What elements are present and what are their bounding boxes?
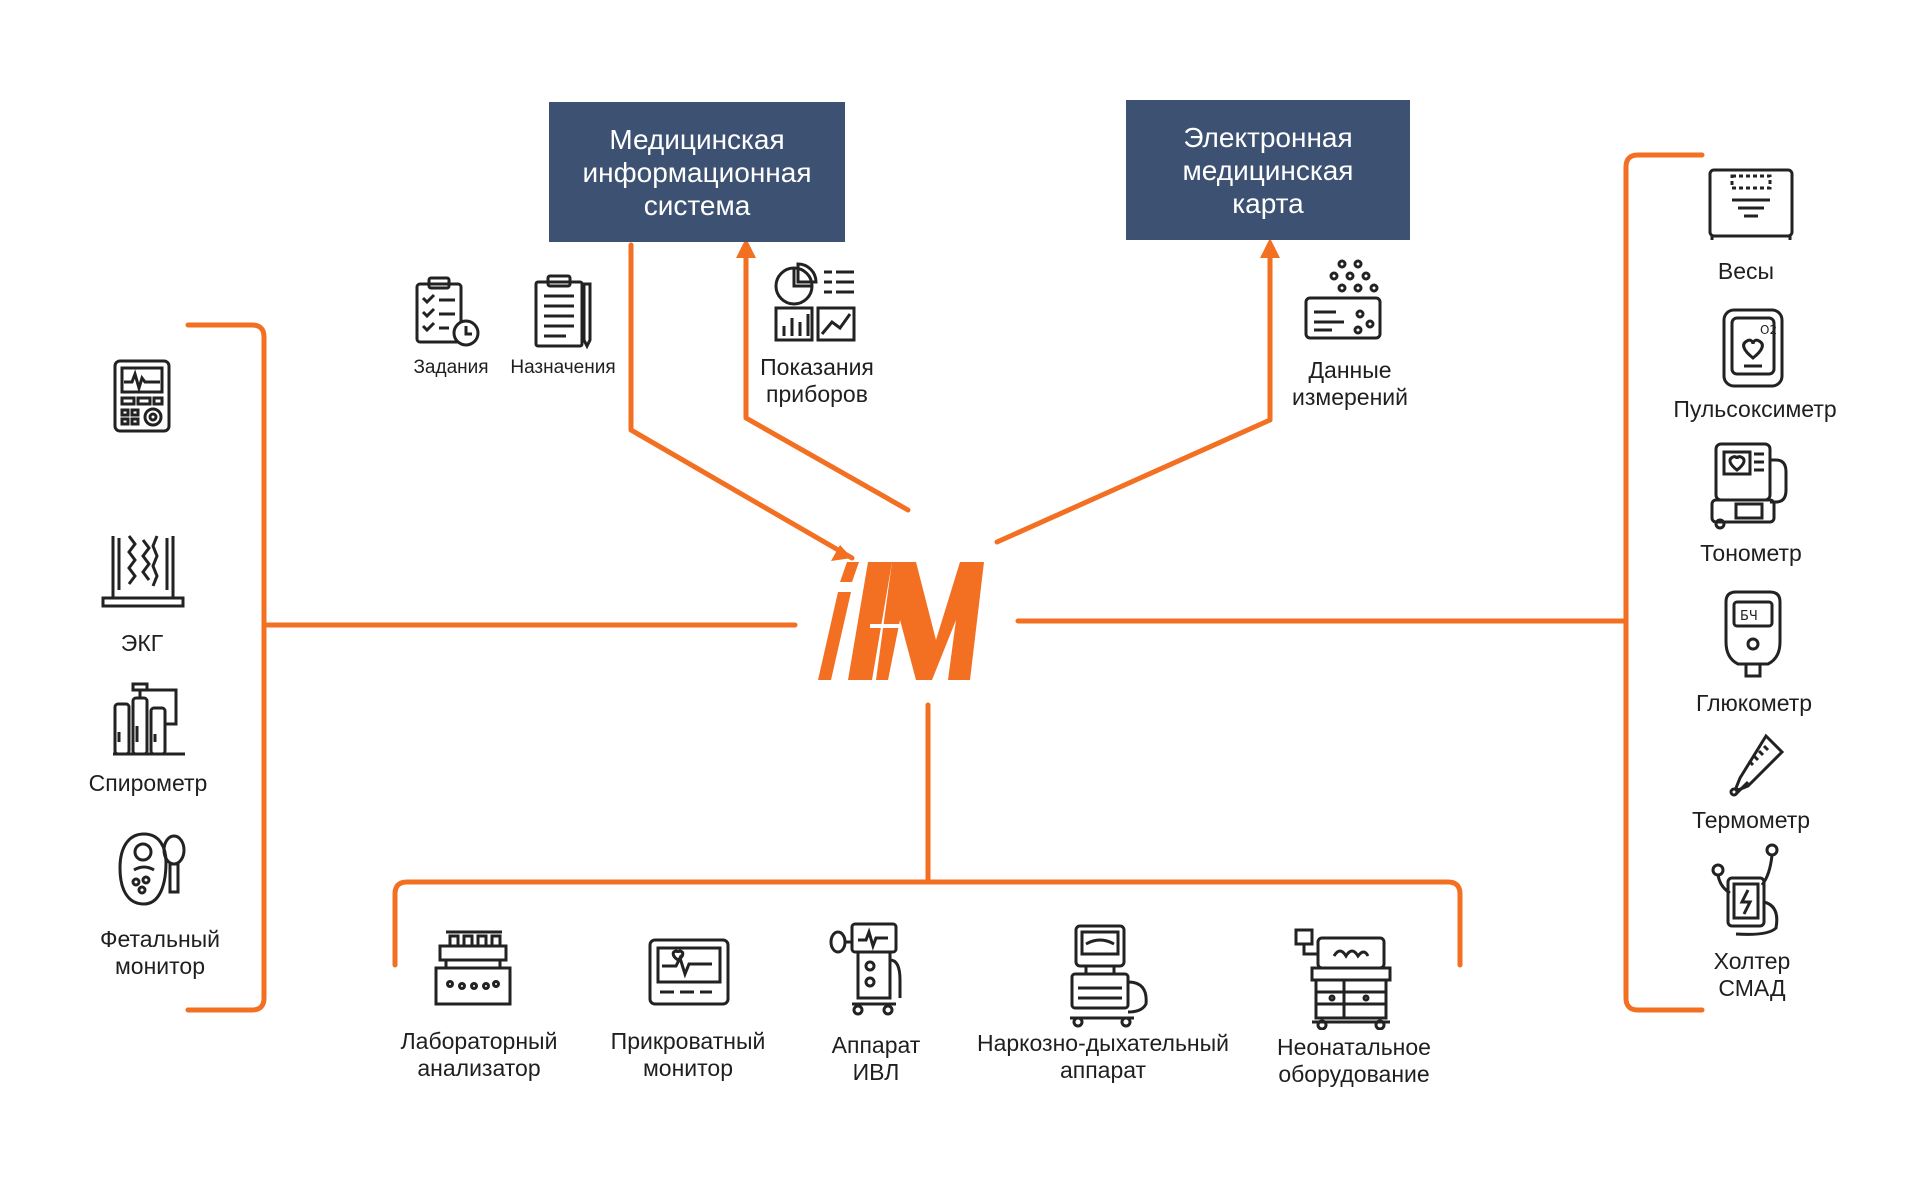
- tonometer-label: Тонометр: [1700, 540, 1802, 566]
- holter-icon: [1708, 842, 1788, 938]
- orders-clipboard-icon: [532, 274, 598, 350]
- fetal-monitor-icon: [112, 830, 192, 908]
- pulse-oximeter-glyph: O2: [1760, 323, 1777, 337]
- fetal-monitor-label: Фетальный монитор: [99, 926, 221, 979]
- hub-to-emr-line: [994, 242, 1273, 545]
- measurements-data-icon: [1302, 258, 1384, 344]
- glucometer-icon: БЧ: [1720, 588, 1786, 680]
- readings-chart-icon: [772, 262, 858, 344]
- thermometer-icon: [1722, 732, 1788, 798]
- arrow-head-emr: [1260, 238, 1280, 258]
- anesthesia-machine-icon: [1066, 922, 1156, 1028]
- ecg-label: ЭКГ: [120, 630, 164, 656]
- ventilator-icon: [826, 920, 906, 1016]
- neonatal-equipment-icon: [1292, 926, 1394, 1030]
- tonometer-icon: [1706, 440, 1796, 530]
- glucometer-glyph: БЧ: [1740, 609, 1758, 624]
- arrow-head-mis: [736, 238, 756, 258]
- hub-to-mis-line: [743, 242, 911, 513]
- neonatal-equipment-label: Неонатальное оборудование: [1277, 1034, 1431, 1087]
- pulse-oximeter-label: Пульсоксиметр: [1673, 396, 1837, 422]
- hub-logo: [810, 560, 1010, 685]
- tasks-clipboard-icon: [413, 276, 483, 348]
- scales-label: Весы: [1717, 258, 1775, 284]
- right-bracket: [1623, 152, 1705, 1013]
- emr-box: Электронная медицинская карта: [1126, 100, 1410, 240]
- scales-icon: [1706, 166, 1796, 242]
- ecg-laptop-icon: [99, 530, 187, 614]
- holter-label: Холтер СМАД: [1713, 948, 1791, 1001]
- mis-box: Медицинская информационная система: [549, 102, 845, 242]
- left-bracket: [185, 322, 267, 1013]
- anesthesia-machine-label: Наркозно-дыхательный аппарат: [976, 1030, 1230, 1083]
- pulse-oximeter-icon: O2: [1720, 306, 1786, 390]
- thermometer-label: Термометр: [1691, 807, 1811, 833]
- ventilator-label: Аппарат ИВЛ: [831, 1032, 921, 1085]
- spirometer-icon: [109, 682, 189, 758]
- bottom-bracket: [392, 879, 1463, 968]
- device-readings-label: Показания приборов: [760, 354, 874, 407]
- lab-analyzer-icon: [432, 922, 514, 1008]
- bedside-monitor-icon: [646, 936, 732, 1008]
- lab-analyzer-label: Лабораторный анализатор: [400, 1028, 558, 1081]
- arrow-head-hub: [831, 545, 852, 561]
- ecg-device-icon: [112, 358, 172, 434]
- measurements-label: Данные измерений: [1292, 357, 1408, 410]
- mis-to-hub-line: [628, 242, 855, 561]
- tasks-label: Задания: [413, 357, 489, 378]
- orders-label: Назначения: [510, 357, 616, 378]
- spirometer-label: Спирометр: [88, 770, 208, 796]
- glucometer-label: Глюкометр: [1695, 690, 1813, 716]
- bedside-monitor-label: Прикроватный монитор: [610, 1028, 766, 1081]
